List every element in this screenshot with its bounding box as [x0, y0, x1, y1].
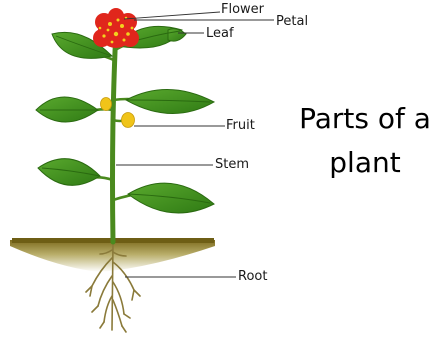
label-root: Root	[238, 270, 267, 283]
stem	[113, 30, 117, 242]
label-petal: Petal	[276, 15, 308, 28]
leader-flower	[124, 12, 220, 19]
diagram-title-line1: Parts of a	[292, 102, 438, 136]
leaf-low-left	[38, 159, 100, 186]
label-fruit: Fruit	[226, 119, 255, 132]
leader-lines	[116, 12, 274, 277]
flower	[93, 8, 139, 48]
label-stem: Stem	[215, 158, 249, 171]
fruit-right	[122, 113, 135, 128]
label-flower: Flower	[221, 3, 264, 16]
leaf-mid-left	[36, 97, 98, 122]
leaf-low-right	[128, 183, 214, 213]
fruit-left	[101, 98, 112, 111]
label-leaf: Leaf	[206, 27, 234, 40]
leaf-small-tip	[168, 29, 186, 41]
diagram-title-line2: plant	[292, 146, 438, 180]
